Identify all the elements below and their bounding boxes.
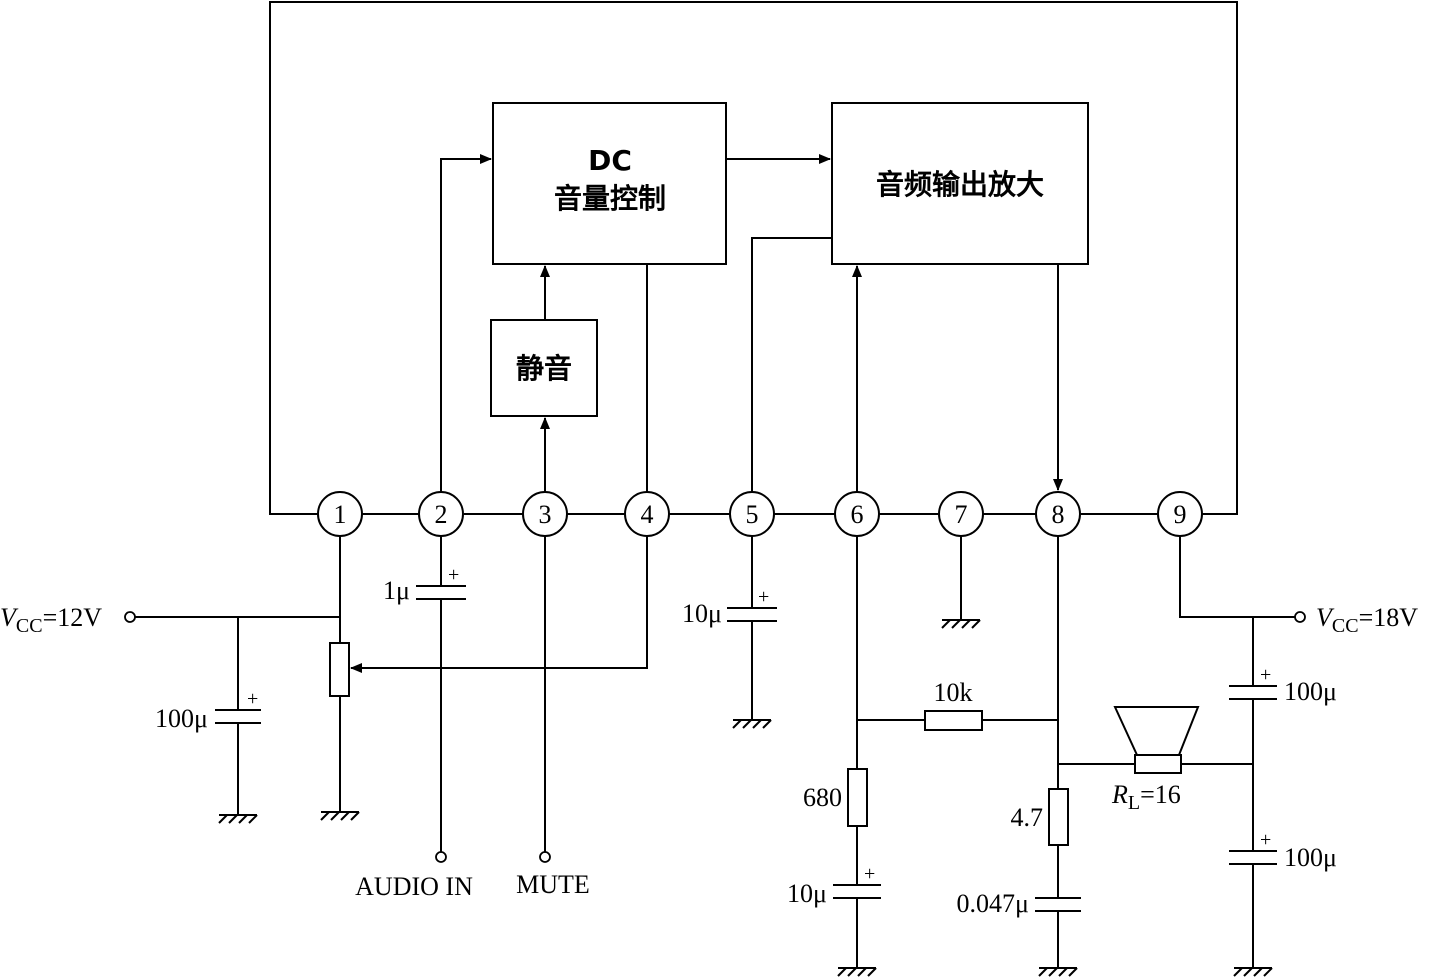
ground-icon — [941, 619, 981, 629]
ground-icon — [837, 967, 877, 977]
ground-icon — [320, 811, 360, 821]
pin-number: 3 — [539, 500, 552, 529]
zobel-capacitor-0-047u: 0.047μ — [957, 889, 1081, 968]
pin-number: 5 — [746, 500, 759, 529]
zobel-cap-label: 0.047μ — [957, 889, 1029, 918]
pin9-wire — [1179, 536, 1295, 618]
output-cap-bottom-label: 100μ — [1284, 843, 1337, 872]
audio-amp-label: 音频输出放大 — [876, 168, 1044, 201]
speaker: RL=16 — [1058, 706, 1253, 814]
pin-number: 1 — [334, 500, 347, 529]
volume-potentiometer — [329, 642, 350, 812]
mute-block: 静音 — [490, 319, 598, 417]
plus-sign: + — [247, 688, 258, 710]
pin-number: 4 — [641, 500, 654, 529]
mute-terminal[interactable] — [539, 851, 551, 863]
input-capacitor-1u: + 1μ — [383, 536, 466, 852]
filter-capacitor-100u: + 100μ — [155, 617, 261, 815]
pin-number: 6 — [851, 500, 864, 529]
pin-1: 1 — [317, 491, 363, 537]
load-label: RL=16 — [1111, 780, 1181, 814]
input-cap-label: 1μ — [383, 576, 410, 605]
pin5-cap-label: 10μ — [682, 599, 722, 628]
ground-icon — [732, 719, 772, 729]
pin-number: 7 — [955, 500, 968, 529]
ground-icon — [1038, 967, 1078, 977]
feedback-resistor-680: 680 — [803, 768, 868, 885]
output-capacitor-bottom-100u: + 100μ — [1229, 829, 1337, 968]
ic-outline-wire — [269, 1, 1238, 515]
pin-8: 8 — [1035, 491, 1081, 537]
ground-icon — [218, 814, 258, 824]
vcc-12v-supply: VCC=12V — [0, 603, 340, 637]
pin-9: 9 — [1157, 491, 1203, 537]
output-capacitor-top-100u: + 100μ — [1229, 617, 1337, 851]
plus-sign: + — [1260, 829, 1271, 851]
feedback-r-label: 680 — [803, 783, 842, 812]
pin-group: 1 2 3 4 5 6 7 8 9 — [317, 491, 1203, 537]
feedback-resistor-10k: 10k — [857, 678, 1058, 731]
pin-4: 4 — [624, 491, 670, 537]
pin-3: 3 — [522, 491, 568, 537]
pin-number: 8 — [1052, 500, 1065, 529]
pin2-to-dc-volume-arrow — [440, 154, 492, 492]
plus-sign: + — [448, 564, 459, 586]
audio-in-label: AUDIO IN — [355, 872, 473, 901]
ground-icon — [1233, 967, 1273, 977]
pin-number: 2 — [435, 500, 448, 529]
ground-symbols — [218, 619, 1273, 977]
pin-5: 5 — [729, 491, 775, 537]
pin-7: 7 — [938, 491, 984, 537]
dc-volume-line2: 音量控制 — [554, 182, 666, 215]
vcc-12v-terminal[interactable] — [124, 611, 136, 623]
plus-sign: + — [1260, 664, 1271, 686]
pin-6: 6 — [834, 491, 880, 537]
vcc-18v-label: VCC=18V — [1316, 603, 1418, 637]
audio-output-amplifier-block: 音频输出放大 — [831, 102, 1089, 265]
pin-number: 9 — [1174, 500, 1187, 529]
mute-block-label: 静音 — [516, 352, 572, 385]
zobel-r-label: 4.7 — [1011, 803, 1044, 832]
vcc-12v-label: VCC=12V — [0, 603, 102, 637]
pin-2: 2 — [418, 491, 464, 537]
pin4-to-pot-wiper-arrow — [350, 536, 648, 673]
mute-label: MUTE — [516, 870, 590, 899]
filter-cap-label: 100μ — [155, 704, 208, 733]
plus-sign: + — [864, 863, 875, 885]
pin5-to-amp-wire — [751, 237, 832, 492]
dc-volume-line1: DC — [588, 144, 632, 177]
output-cap-top-label: 100μ — [1284, 677, 1337, 706]
zobel-resistor-4-7: 4.7 — [1011, 788, 1069, 898]
audio-in-terminal[interactable] — [435, 851, 447, 863]
pin5-capacitor-10u: + 10μ — [682, 536, 777, 720]
vcc-18v-terminal[interactable] — [1294, 611, 1306, 623]
feedback-capacitor-10u: + 10μ — [787, 863, 881, 968]
feedback-cap-label: 10μ — [787, 879, 827, 908]
dc-volume-control-block: DC 音量控制 — [492, 102, 727, 265]
feedback-10k-label: 10k — [934, 678, 973, 707]
plus-sign: + — [758, 586, 769, 608]
